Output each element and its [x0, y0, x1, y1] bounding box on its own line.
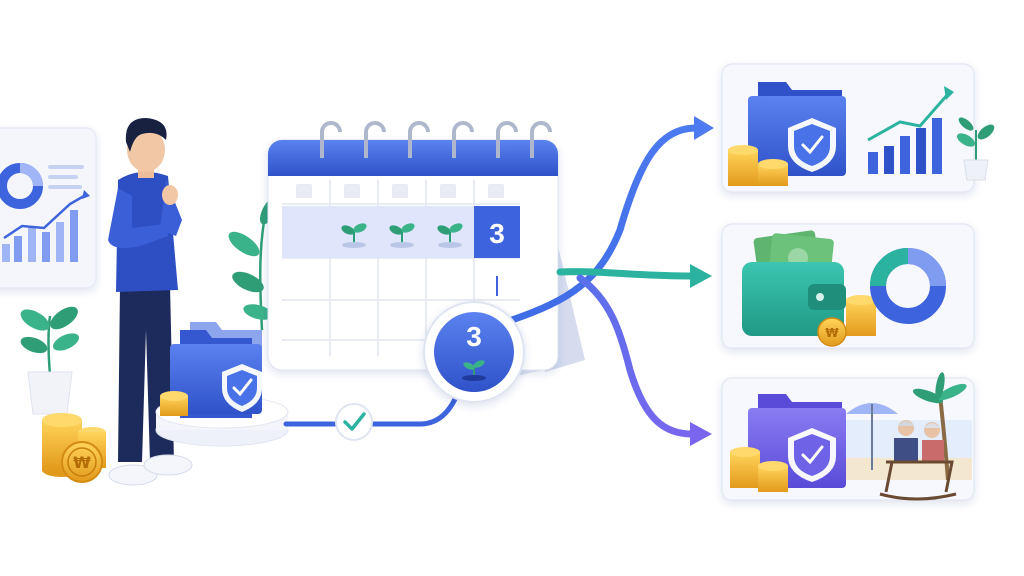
palm-tree-icon	[912, 372, 967, 481]
check-circle-icon	[335, 403, 373, 441]
timeline-connector	[283, 377, 465, 427]
coins-icon: ₩	[817, 295, 876, 347]
coins-icon	[728, 145, 788, 186]
donut-chart-icon	[870, 248, 946, 324]
coins-icon	[730, 447, 788, 492]
wallet-icon	[742, 262, 846, 336]
calendar-highlight-day: 3	[474, 206, 520, 258]
coin-symbol: ₩	[825, 326, 839, 340]
svg-text:3: 3	[466, 321, 482, 352]
sprout-icon	[462, 360, 486, 381]
person-figure	[108, 118, 193, 486]
potted-plant-icon	[20, 306, 80, 415]
day-badge: 3	[423, 276, 525, 403]
elderly-couple-icon	[879, 420, 957, 501]
shield-check-icon	[222, 364, 262, 412]
dashboard-card	[0, 127, 97, 289]
donut-chart-icon	[0, 163, 43, 209]
branch-paths	[508, 116, 714, 446]
shield-check-icon	[788, 118, 836, 172]
outcome-card-retirement	[721, 372, 975, 501]
sprout-day-icons	[341, 223, 463, 248]
calendar-rings	[320, 121, 552, 158]
beach-umbrella-icon	[846, 403, 898, 470]
coin-symbol: ₩	[73, 453, 91, 472]
shield-check-icon	[788, 428, 836, 482]
coins-icon: ₩	[42, 413, 106, 483]
svg-text:3: 3	[489, 218, 505, 249]
bar-chart-icon	[867, 86, 954, 174]
outcome-card-cash-wallet: ₩	[721, 223, 975, 349]
bar-chart-icon	[2, 190, 90, 262]
plant-icon	[956, 117, 995, 181]
small-coin-stack	[160, 391, 188, 416]
outcome-card-savings-growth	[721, 63, 995, 193]
